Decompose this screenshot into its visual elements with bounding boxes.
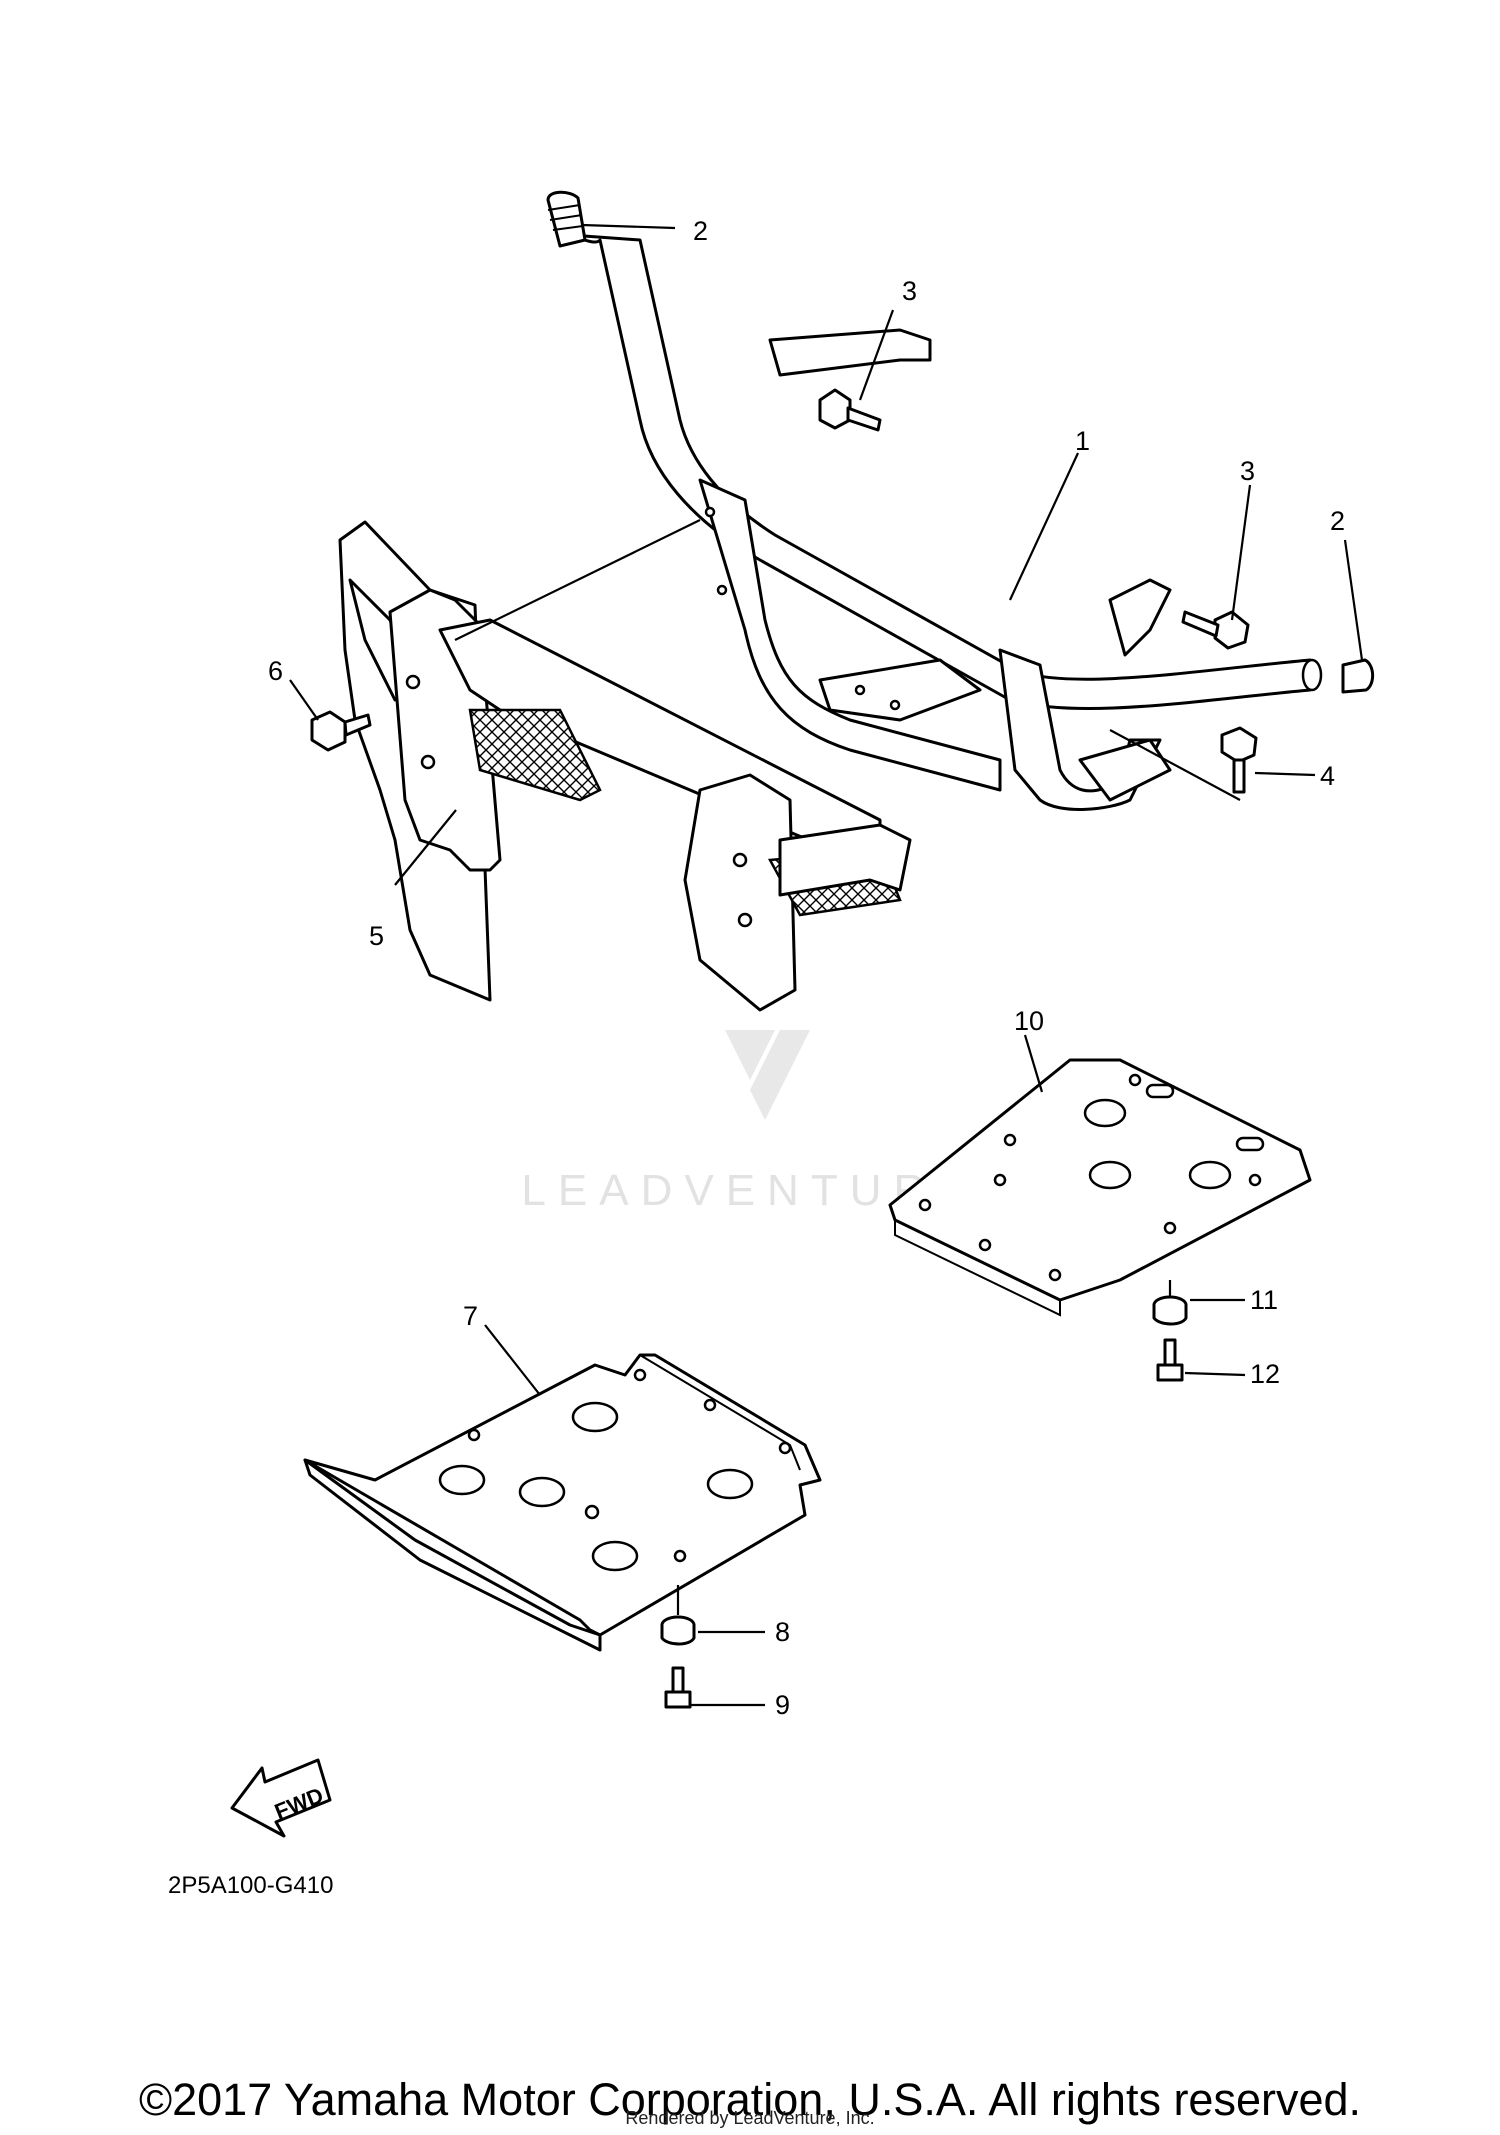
part-2-end-cap-right [1341,658,1375,694]
callout-6: 6 [268,656,283,686]
fwd-arrow-icon: FWD [230,1758,332,1838]
callout-2-top: 2 [693,216,708,246]
callout-2-right: 2 [1330,506,1345,536]
callout-11: 11 [1250,1285,1278,1315]
part-8-collar [660,1585,696,1646]
callout-12: 12 [1250,1359,1280,1389]
part-6-screw [310,710,372,752]
part-2-end-cap-top [546,190,587,248]
callout-10: 10 [1014,1006,1044,1036]
watermark-logo [725,1030,810,1120]
diagram-code: 2P5A100-G410 [168,1872,334,1899]
part-4-bolt [1220,726,1258,794]
part-11-collar [1152,1280,1188,1326]
part-1-front-guard [568,233,1323,811]
callout-3-left: 3 [902,276,917,306]
callout-3-right: 3 [1240,456,1255,486]
copyright-notice: ©2017 Yamaha Motor Corporation, U.S.A. A… [138,2074,1362,2125]
part-5-front-bumper [338,520,912,1012]
callout-7: 7 [463,1301,478,1331]
part-12-bolt [1156,1338,1184,1382]
part-10-skid-plate [888,1058,1312,1317]
part-3-bolt-right [1181,610,1250,650]
callout-8: 8 [775,1617,790,1647]
part-9-bolt [664,1666,692,1709]
part-7-skid-plate [303,1353,822,1652]
callout-4: 4 [1320,761,1335,791]
callout-5: 5 [369,921,384,951]
callout-1: 1 [1075,426,1090,456]
rendered-by-credit: Rendered by LeadVenture, Inc. [625,2108,875,2128]
callout-leaders [289,223,1364,1707]
callout-9: 9 [775,1690,790,1720]
part-3-bolt-left [818,388,882,432]
